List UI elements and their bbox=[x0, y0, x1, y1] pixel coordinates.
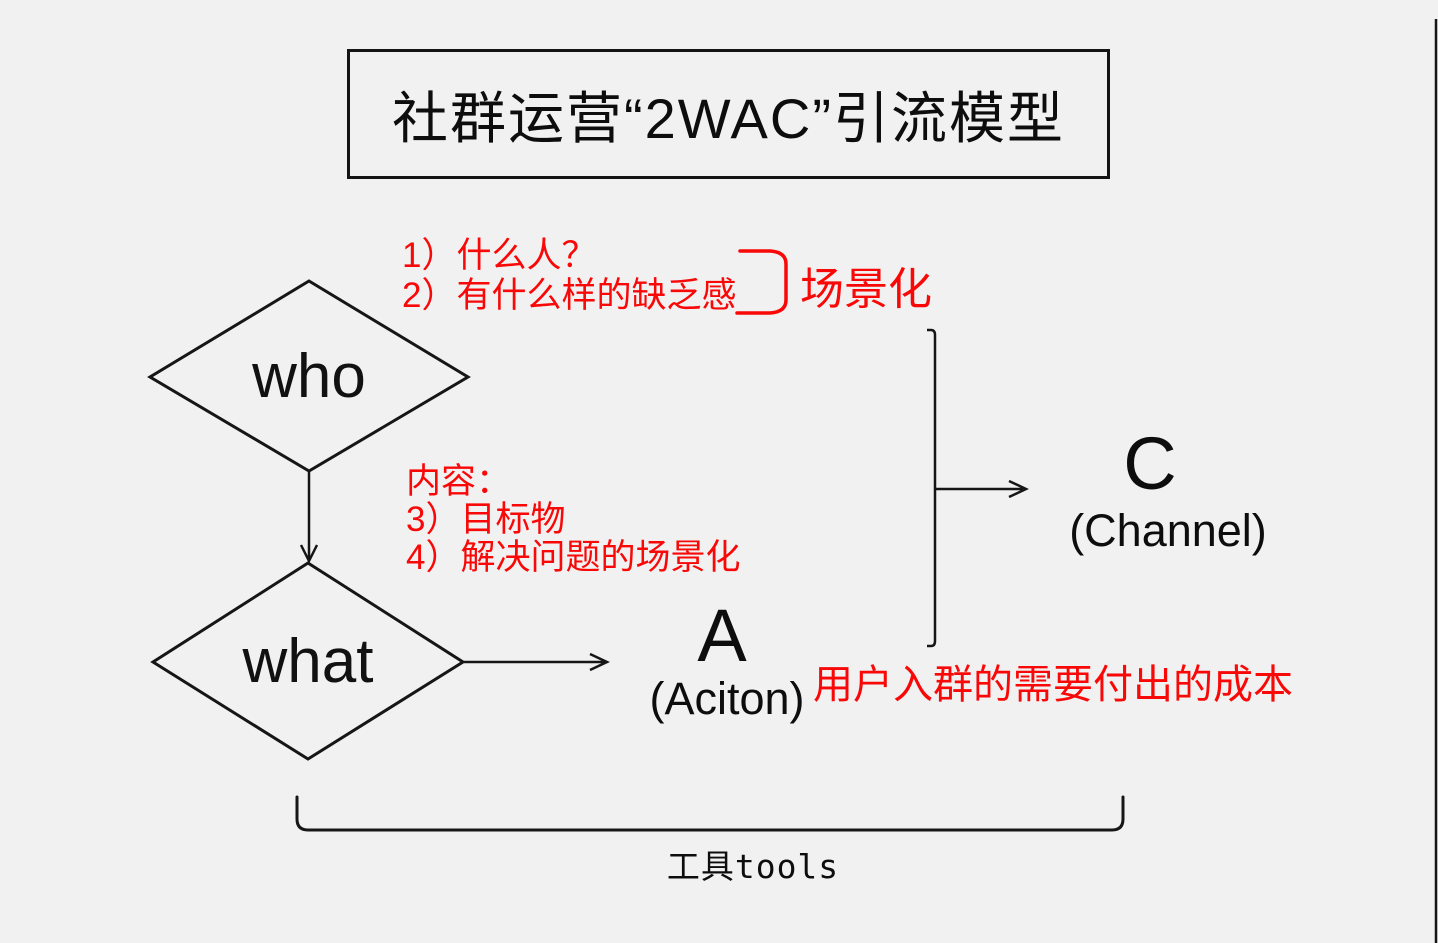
arrow-what-to-action bbox=[464, 652, 610, 672]
what-node-label: what bbox=[242, 626, 374, 696]
scene-bracket bbox=[735, 249, 788, 315]
tools-bracket bbox=[295, 795, 1125, 832]
arrow-who-to-what bbox=[299, 471, 319, 564]
cost-note: 用户入群的需要付出的成本 bbox=[813, 663, 1293, 707]
diagram-title: 社群运营“2WAC”引流模型 bbox=[391, 86, 1065, 150]
channel-bracket bbox=[927, 328, 937, 648]
who-note-line-1: 1）什么人？ bbox=[402, 236, 597, 275]
content-note-line-1: 内容： bbox=[406, 462, 512, 501]
who-notes: 1）什么人？ 2）有什么样的缺乏感 bbox=[402, 236, 736, 316]
content-note-line-3: 4）解决问题的场景化 bbox=[406, 538, 741, 577]
channel-letter: C bbox=[1123, 422, 1177, 505]
action-letter: A bbox=[697, 594, 747, 677]
content-note-line-2: 3）目标物 bbox=[406, 500, 566, 539]
content-notes: 内容： 3）目标物 4）解决问题的场景化 bbox=[406, 463, 740, 577]
who-node-label: who bbox=[252, 341, 366, 411]
channel-caption: (Channel) bbox=[1069, 505, 1267, 556]
arrow-bracket-to-channel bbox=[936, 479, 1029, 499]
scene-label: 场景化 bbox=[800, 265, 932, 314]
who-note-line-2: 2）有什么样的缺乏感 bbox=[402, 276, 737, 315]
action-caption: (Aciton) bbox=[649, 673, 805, 724]
what-diamond-shape bbox=[150, 561, 466, 761]
title-box: 社群运营“2WAC”引流模型 bbox=[347, 49, 1110, 179]
tools-label: 工具tools bbox=[666, 847, 840, 886]
